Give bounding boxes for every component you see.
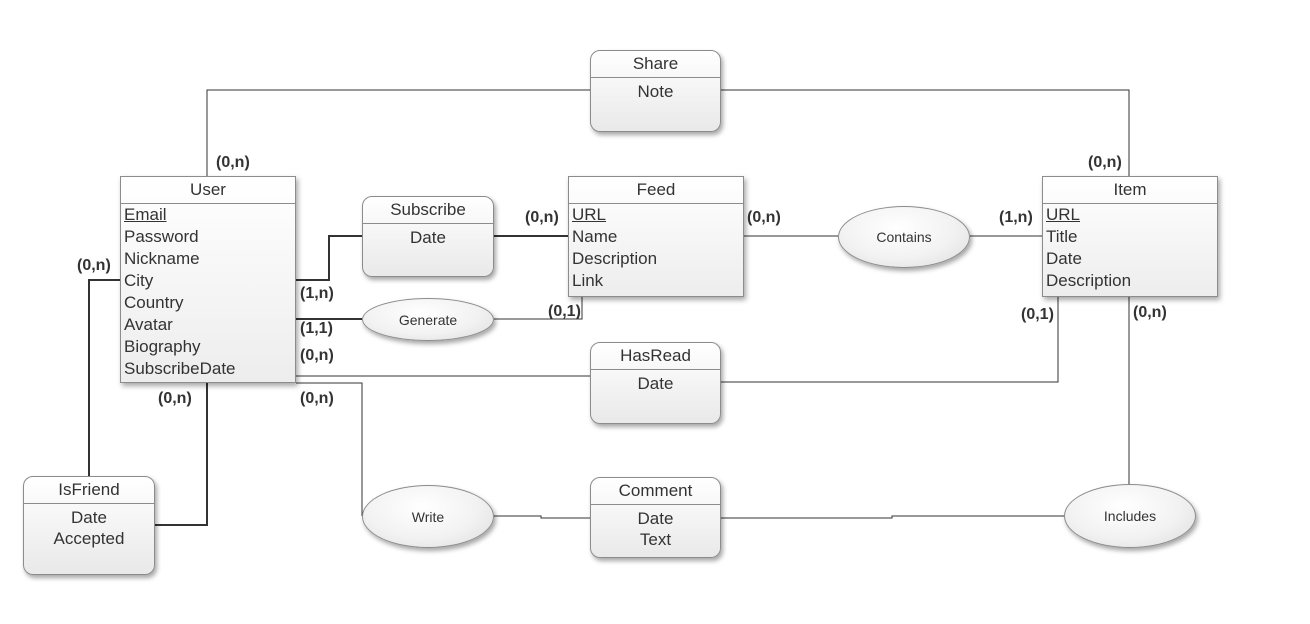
attr-comment-text: Text <box>639 530 672 549</box>
attr-feed-description: Description <box>572 249 658 268</box>
line-share-item <box>721 89 1130 176</box>
cardinality-feed-subscribe: (0,n) <box>525 209 559 226</box>
entity-user-title: User <box>121 177 295 204</box>
attr-feed-link: Link <box>572 271 604 290</box>
relationship-share-title: Share <box>591 51 720 78</box>
line-user-isfriend-left <box>88 279 120 476</box>
attr-user-biography: Biography <box>124 337 201 356</box>
attr-user-country: Country <box>124 293 184 312</box>
cardinality-item-share: (0,n) <box>1088 154 1122 171</box>
entity-user: User Email Password Nickname City Countr… <box>120 176 296 383</box>
relationship-includes: Includes <box>1064 484 1196 548</box>
cardinality-user-isfriend-left: (0,n) <box>77 257 111 274</box>
attr-feed-name: Name <box>572 227 618 246</box>
relationship-hasread: HasRead Date <box>590 342 721 424</box>
attr-user-subscribedate: SubscribeDate <box>124 359 236 378</box>
relationship-write: Write <box>362 485 494 548</box>
relationship-subscribe: Subscribe Date <box>362 196 494 277</box>
attr-item-title: Title <box>1046 227 1078 246</box>
attr-user-email: Email <box>124 205 167 224</box>
entity-item: Item URL Title Date Description <box>1042 176 1218 297</box>
cardinality-item-hasread: (0,1) <box>1021 306 1054 323</box>
entity-item-title: Item <box>1043 177 1217 204</box>
entity-user-attributes: Email Password Nickname City Country Ava… <box>121 204 295 380</box>
cardinality-user-share: (0,n) <box>216 154 250 171</box>
relationship-isfriend-title: IsFriend <box>24 477 154 504</box>
cardinality-user-write: (0,n) <box>300 390 334 407</box>
attr-item-description: Description <box>1046 271 1132 290</box>
entity-feed-title: Feed <box>569 177 743 204</box>
attr-subscribe-date: Date <box>410 228 446 247</box>
line-user-share <box>206 89 590 176</box>
attr-item-date: Date <box>1046 249 1082 268</box>
cardinality-user-generate: (1,1) <box>300 320 333 337</box>
relationship-hasread-title: HasRead <box>591 343 720 370</box>
line-write-comment <box>494 515 590 519</box>
attr-isfriend-date: Date <box>71 508 107 527</box>
cardinality-feed-contains: (0,n) <box>747 209 781 226</box>
attr-comment-date: Date <box>637 509 674 528</box>
attr-user-avatar: Avatar <box>124 315 173 334</box>
cardinality-user-subscribe: (1,n) <box>300 285 334 302</box>
entity-feed: Feed URL Name Description Link <box>568 176 744 297</box>
relationship-subscribe-title: Subscribe <box>363 197 493 224</box>
attr-feed-url: URL <box>572 205 607 224</box>
attr-item-url: URL <box>1046 205 1081 224</box>
entity-feed-attributes: URL Name Description Link <box>569 204 743 292</box>
line-user-write <box>296 382 363 516</box>
line-hasread-item <box>721 297 1059 383</box>
attr-share-note: Note <box>637 82 674 101</box>
cardinality-feed-generate: (0,1) <box>548 303 581 320</box>
line-user-isfriend-bottom <box>155 383 208 526</box>
attr-user-password: Password <box>124 227 199 246</box>
cardinality-item-includes: (0,n) <box>1133 304 1167 321</box>
line-comment-includes <box>721 515 1064 519</box>
cardinality-item-contains: (1,n) <box>999 209 1033 226</box>
attr-user-city: City <box>124 271 154 290</box>
relationship-comment-title: Comment <box>591 478 720 505</box>
attr-user-nickname: Nickname <box>124 249 200 268</box>
cardinality-user-hasread: (0,n) <box>300 347 334 364</box>
line-user-subscribe <box>296 235 362 281</box>
relationship-share: Share Note <box>590 50 721 132</box>
entity-item-attributes: URL Title Date Description <box>1043 204 1217 292</box>
cardinality-user-isfriend-bottom: (0,n) <box>158 390 192 407</box>
relationship-contains: Contains <box>838 206 970 268</box>
line-generate-feed <box>494 297 583 320</box>
relationship-comment: Comment Date Text <box>590 477 721 558</box>
attr-isfriend-accepted: Accepted <box>53 529 125 548</box>
relationship-isfriend: IsFriend Date Accepted <box>23 476 155 575</box>
attr-hasread-date: Date <box>637 374 674 393</box>
relationship-generate: Generate <box>362 298 494 341</box>
